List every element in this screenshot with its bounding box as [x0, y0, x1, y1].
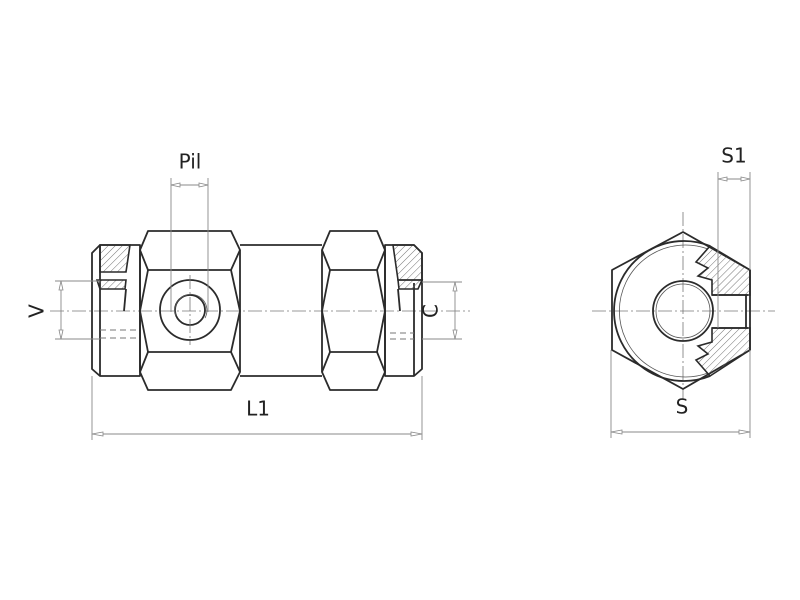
- central-bore-inner: [655, 283, 711, 339]
- dimension-s1: S1: [717, 144, 751, 328]
- label-s1: S1: [721, 144, 746, 168]
- side-view: Pil V C L1: [25, 150, 470, 440]
- dimension-s: S: [610, 350, 751, 438]
- body-tube: [240, 244, 322, 377]
- dimension-v: V: [25, 280, 100, 340]
- label-c: C: [419, 304, 443, 318]
- hex-nut-left: [139, 230, 241, 391]
- dimension-c: C: [419, 281, 462, 340]
- central-bore-outer: [652, 280, 714, 342]
- left-end-cap: [91, 244, 141, 377]
- hex-outline: [611, 231, 751, 390]
- label-pil: Pil: [179, 150, 202, 174]
- section-hatch-bottom: [694, 327, 751, 378]
- hex-nut-right: [321, 230, 386, 391]
- label-l1: L1: [246, 397, 270, 421]
- end-view: S1 S: [592, 144, 775, 438]
- label-s: S: [676, 395, 689, 419]
- right-end-cap: [384, 244, 424, 377]
- section-hatch-top: [694, 244, 751, 296]
- dimension-l1: L1: [91, 376, 423, 440]
- label-v: V: [25, 304, 49, 318]
- dimension-pil: Pil: [170, 150, 209, 312]
